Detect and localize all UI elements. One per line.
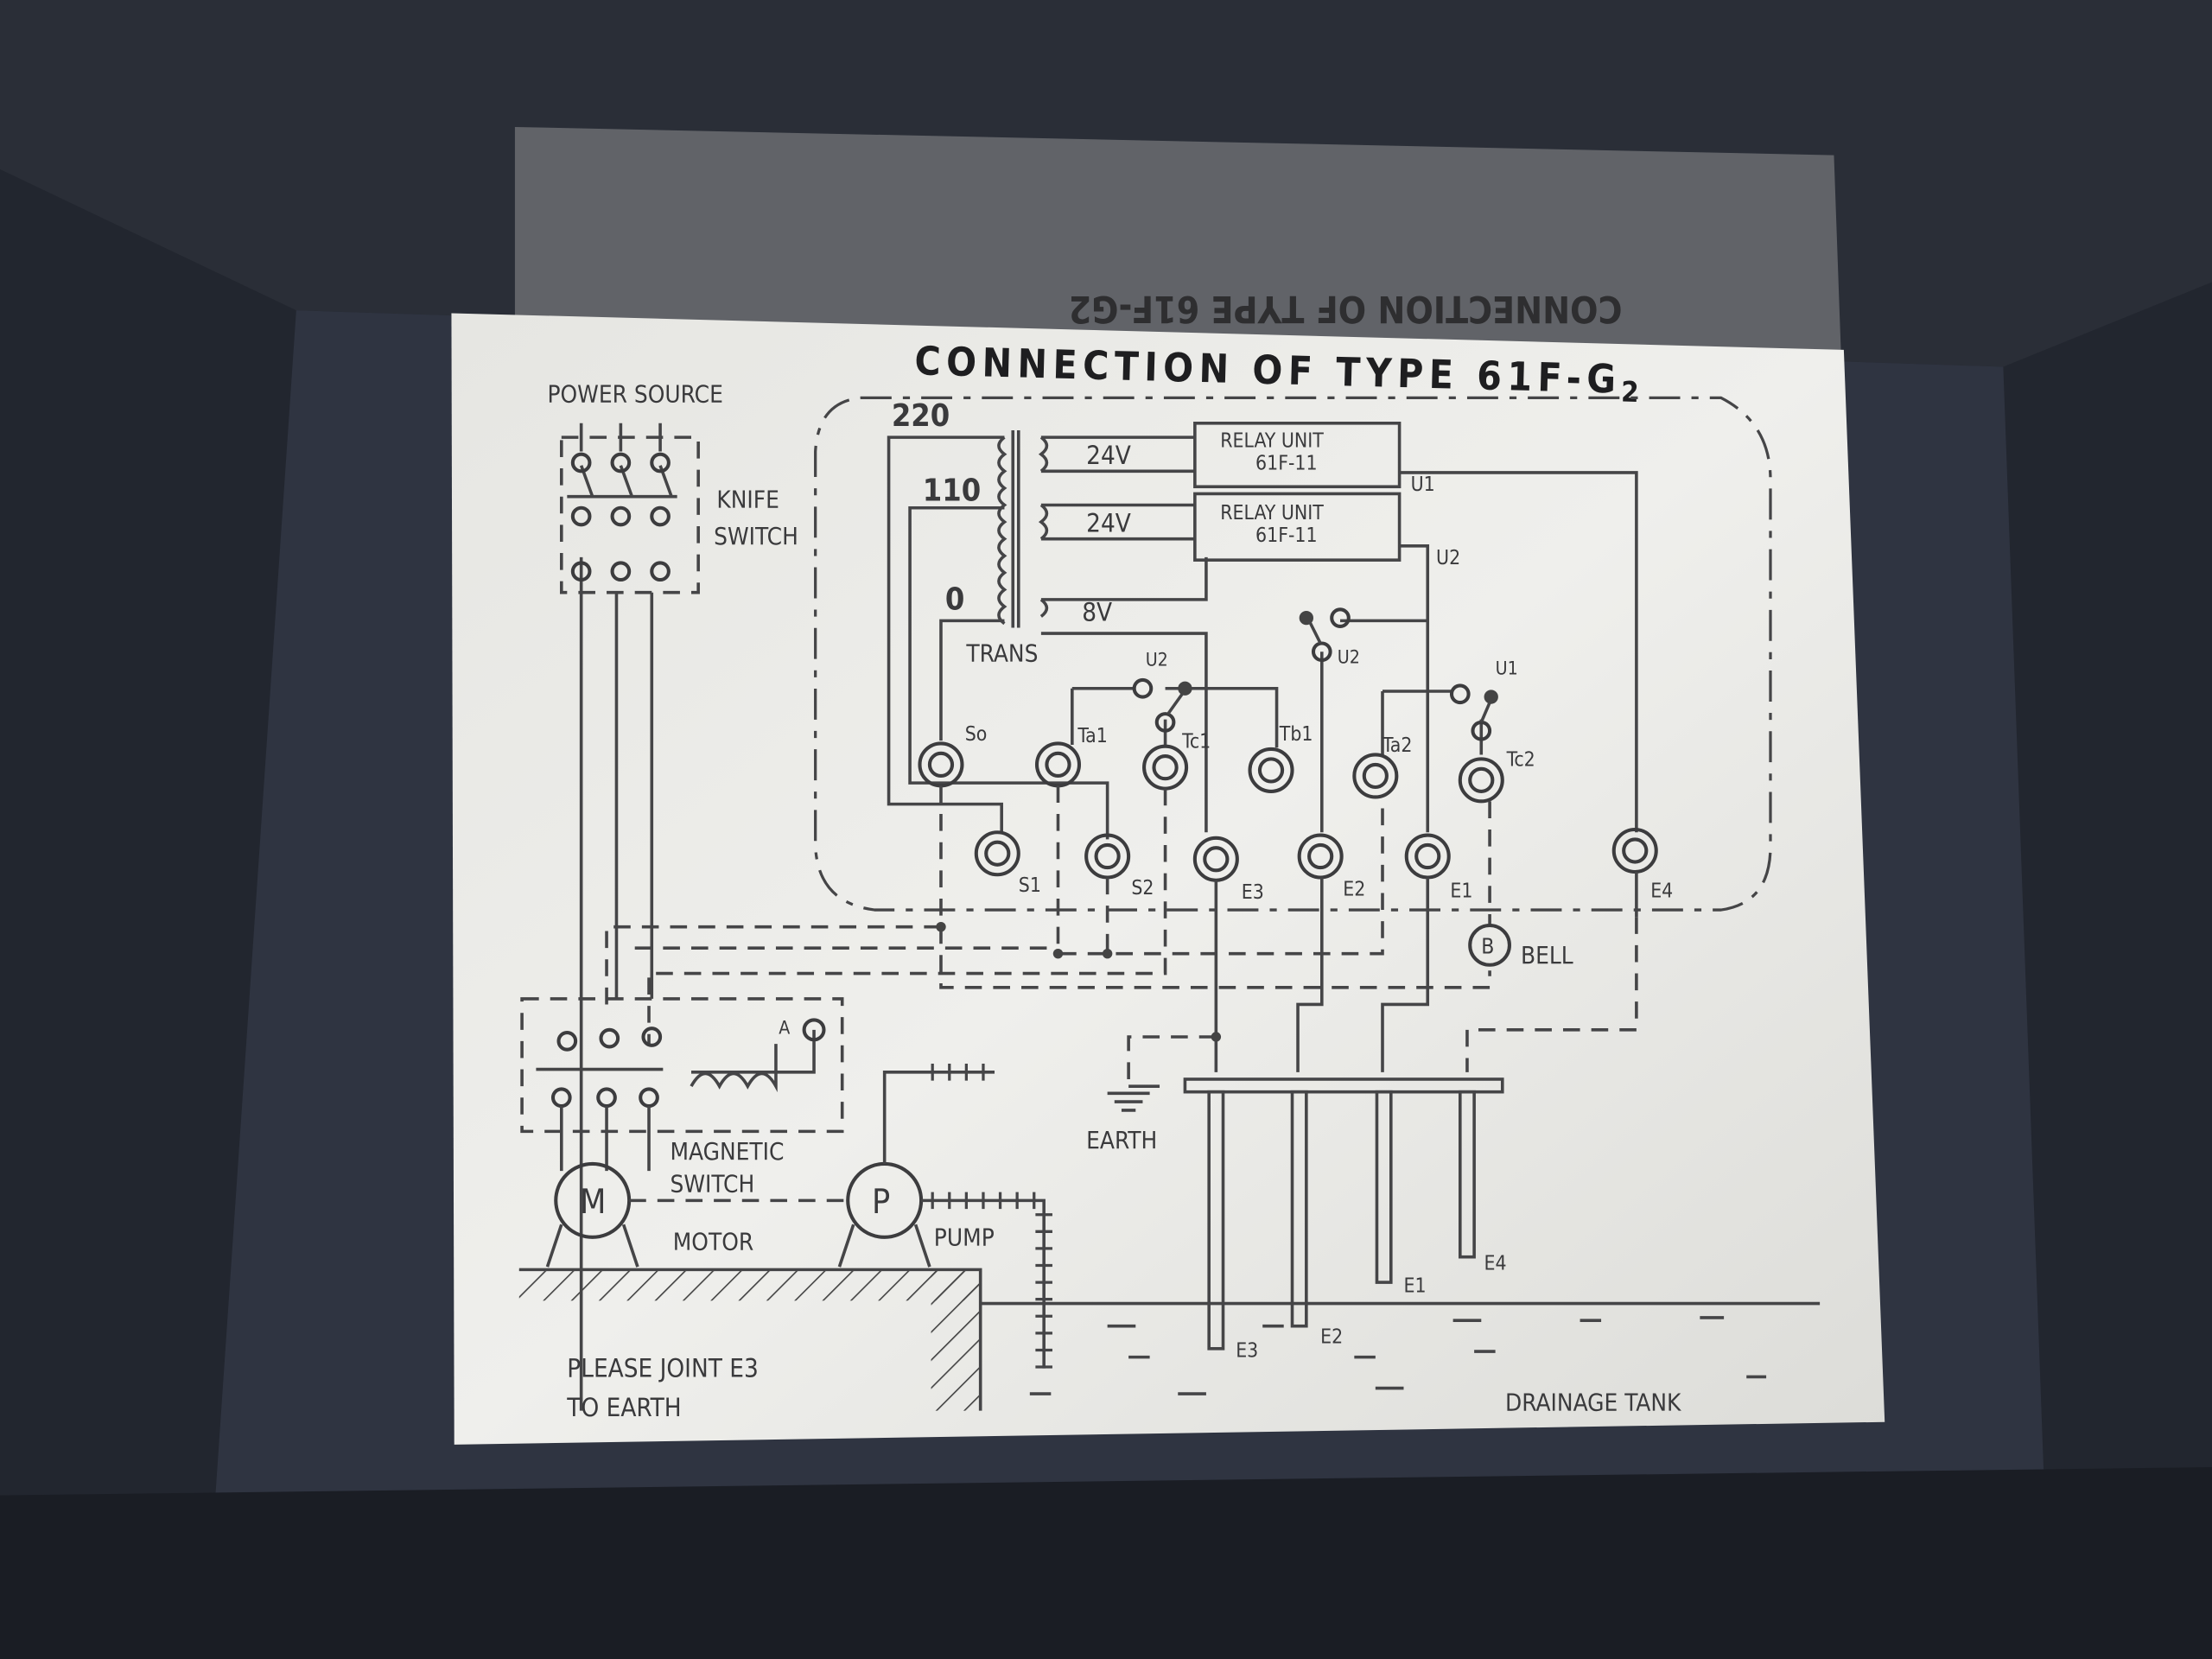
earth-note-line-2: TO EARTH [566,1393,681,1422]
contact-u2-lower [1132,677,1192,733]
terminal-ta2-label: Ta2 [1382,734,1412,757]
contact-u1-label: U1 [1496,658,1518,679]
pump-symbol-letter: P [872,1183,890,1222]
terminal-tc1-label: Tc1 [1181,730,1211,753]
water-marks [1029,1316,1767,1395]
magnetic-switch-contacts [536,1018,826,1172]
secondary-8v: 8V [1082,597,1112,626]
pipe-flanges [931,1064,1052,1369]
electrode-e3-label: E3 [1236,1340,1258,1363]
bell-symbol [1468,923,1511,967]
electrode-e4-label: E4 [1484,1252,1507,1274]
electrode-rod-e2 [1290,1090,1308,1328]
terminal-e1-label: E1 [1450,880,1472,902]
earth-note-line-1: PLEASE JOINT E3 [567,1353,758,1382]
terminal-tb1-label: Tb1 [1279,723,1313,746]
electrode-rod-e1 [1375,1090,1393,1284]
earth-symbol [1107,1084,1160,1112]
relay-unit-1 [1193,422,1402,489]
relay-2-line2: 61F-11 [1255,524,1318,547]
terminal-tc2-label: Tc2 [1506,749,1535,772]
knife-switch [567,423,677,1411]
tap-220-label: 220 [892,398,950,434]
contact-u1 [1449,683,1498,741]
pump-piping [882,1071,1046,1369]
bell-label: BELL [1521,941,1573,969]
external-dashed-wiring [605,785,1638,1087]
pump-label: PUMP [934,1224,995,1252]
electrode-holder [1183,1077,1504,1094]
enclosure-bottom-wall [0,1466,2212,1659]
bell-symbol-letter: B [1481,934,1494,959]
relay-unit-2 [1193,492,1402,562]
power-source-label: POWER SOURCE [547,379,722,408]
earth-label: EARTH [1086,1126,1157,1154]
electrode-e2-label: E2 [1320,1325,1343,1348]
diagram-paper [451,313,1885,1445]
relay-2-line1: RELAY UNIT [1220,502,1324,524]
contact-u2-upper [1299,607,1351,663]
knife-switch-label-1: KNIFE [716,486,779,514]
magnetic-switch-label-1: MAGNETIC [671,1137,785,1166]
motor-symbol-letter: M [580,1183,606,1222]
tap-0-label: 0 [945,582,964,617]
terminal-tc2 [1458,757,1504,804]
control-wiring [1071,471,1638,833]
magnetic-switch-label-2: SWITCH [671,1170,755,1198]
terminal-ta2 [1352,753,1399,799]
terminal-tb1 [1248,747,1294,793]
terminal-so-label: So [965,723,988,746]
ground-hatching-wall [931,1269,981,1411]
transformer-label: TRANS [965,639,1038,668]
electrode-wiring [1214,871,1638,1072]
drainage-tank-label: DRAINAGE TANK [1505,1389,1681,1417]
terminal-e4-label: E4 [1650,880,1673,902]
electrode-rod-e3 [1207,1090,1225,1351]
terminal-s2-label: S2 [1131,877,1154,899]
contact-u2-lower-label: U2 [1146,650,1168,671]
tap-110-label: 110 [923,474,981,509]
relay-1-output: U1 [1411,474,1435,496]
reflection-title: CONNECTION OF TYPE 61F-G2 [1069,287,1623,329]
secondary-24v-1: 24V [1086,441,1131,470]
terminal-ta1-label: Ta1 [1077,725,1107,747]
secondary-24v-2: 24V [1086,509,1131,538]
coil-a-label: A [779,1018,790,1039]
transformer-coils [887,429,1208,840]
terminal-e2-label: E2 [1343,879,1365,901]
motor-label: MOTOR [673,1228,753,1256]
contact-u2-upper-label: U2 [1338,646,1360,668]
electrode-e1-label: E1 [1403,1275,1426,1298]
terminal-s1 [974,830,1020,877]
reflection [514,126,1841,353]
controller-enclosure-outline [814,396,1772,912]
electrode-rod-e4 [1459,1090,1476,1259]
terminal-e3-label: E3 [1242,881,1264,904]
relay-1-line2: 61F-11 [1255,453,1318,475]
knife-switch-label-2: SWITCH [714,522,798,550]
terminal-s1-label: S1 [1019,874,1041,897]
relay-2-output: U2 [1436,547,1460,569]
ground-hatching [518,1269,981,1301]
relay-1-line1: RELAY UNIT [1220,430,1324,453]
